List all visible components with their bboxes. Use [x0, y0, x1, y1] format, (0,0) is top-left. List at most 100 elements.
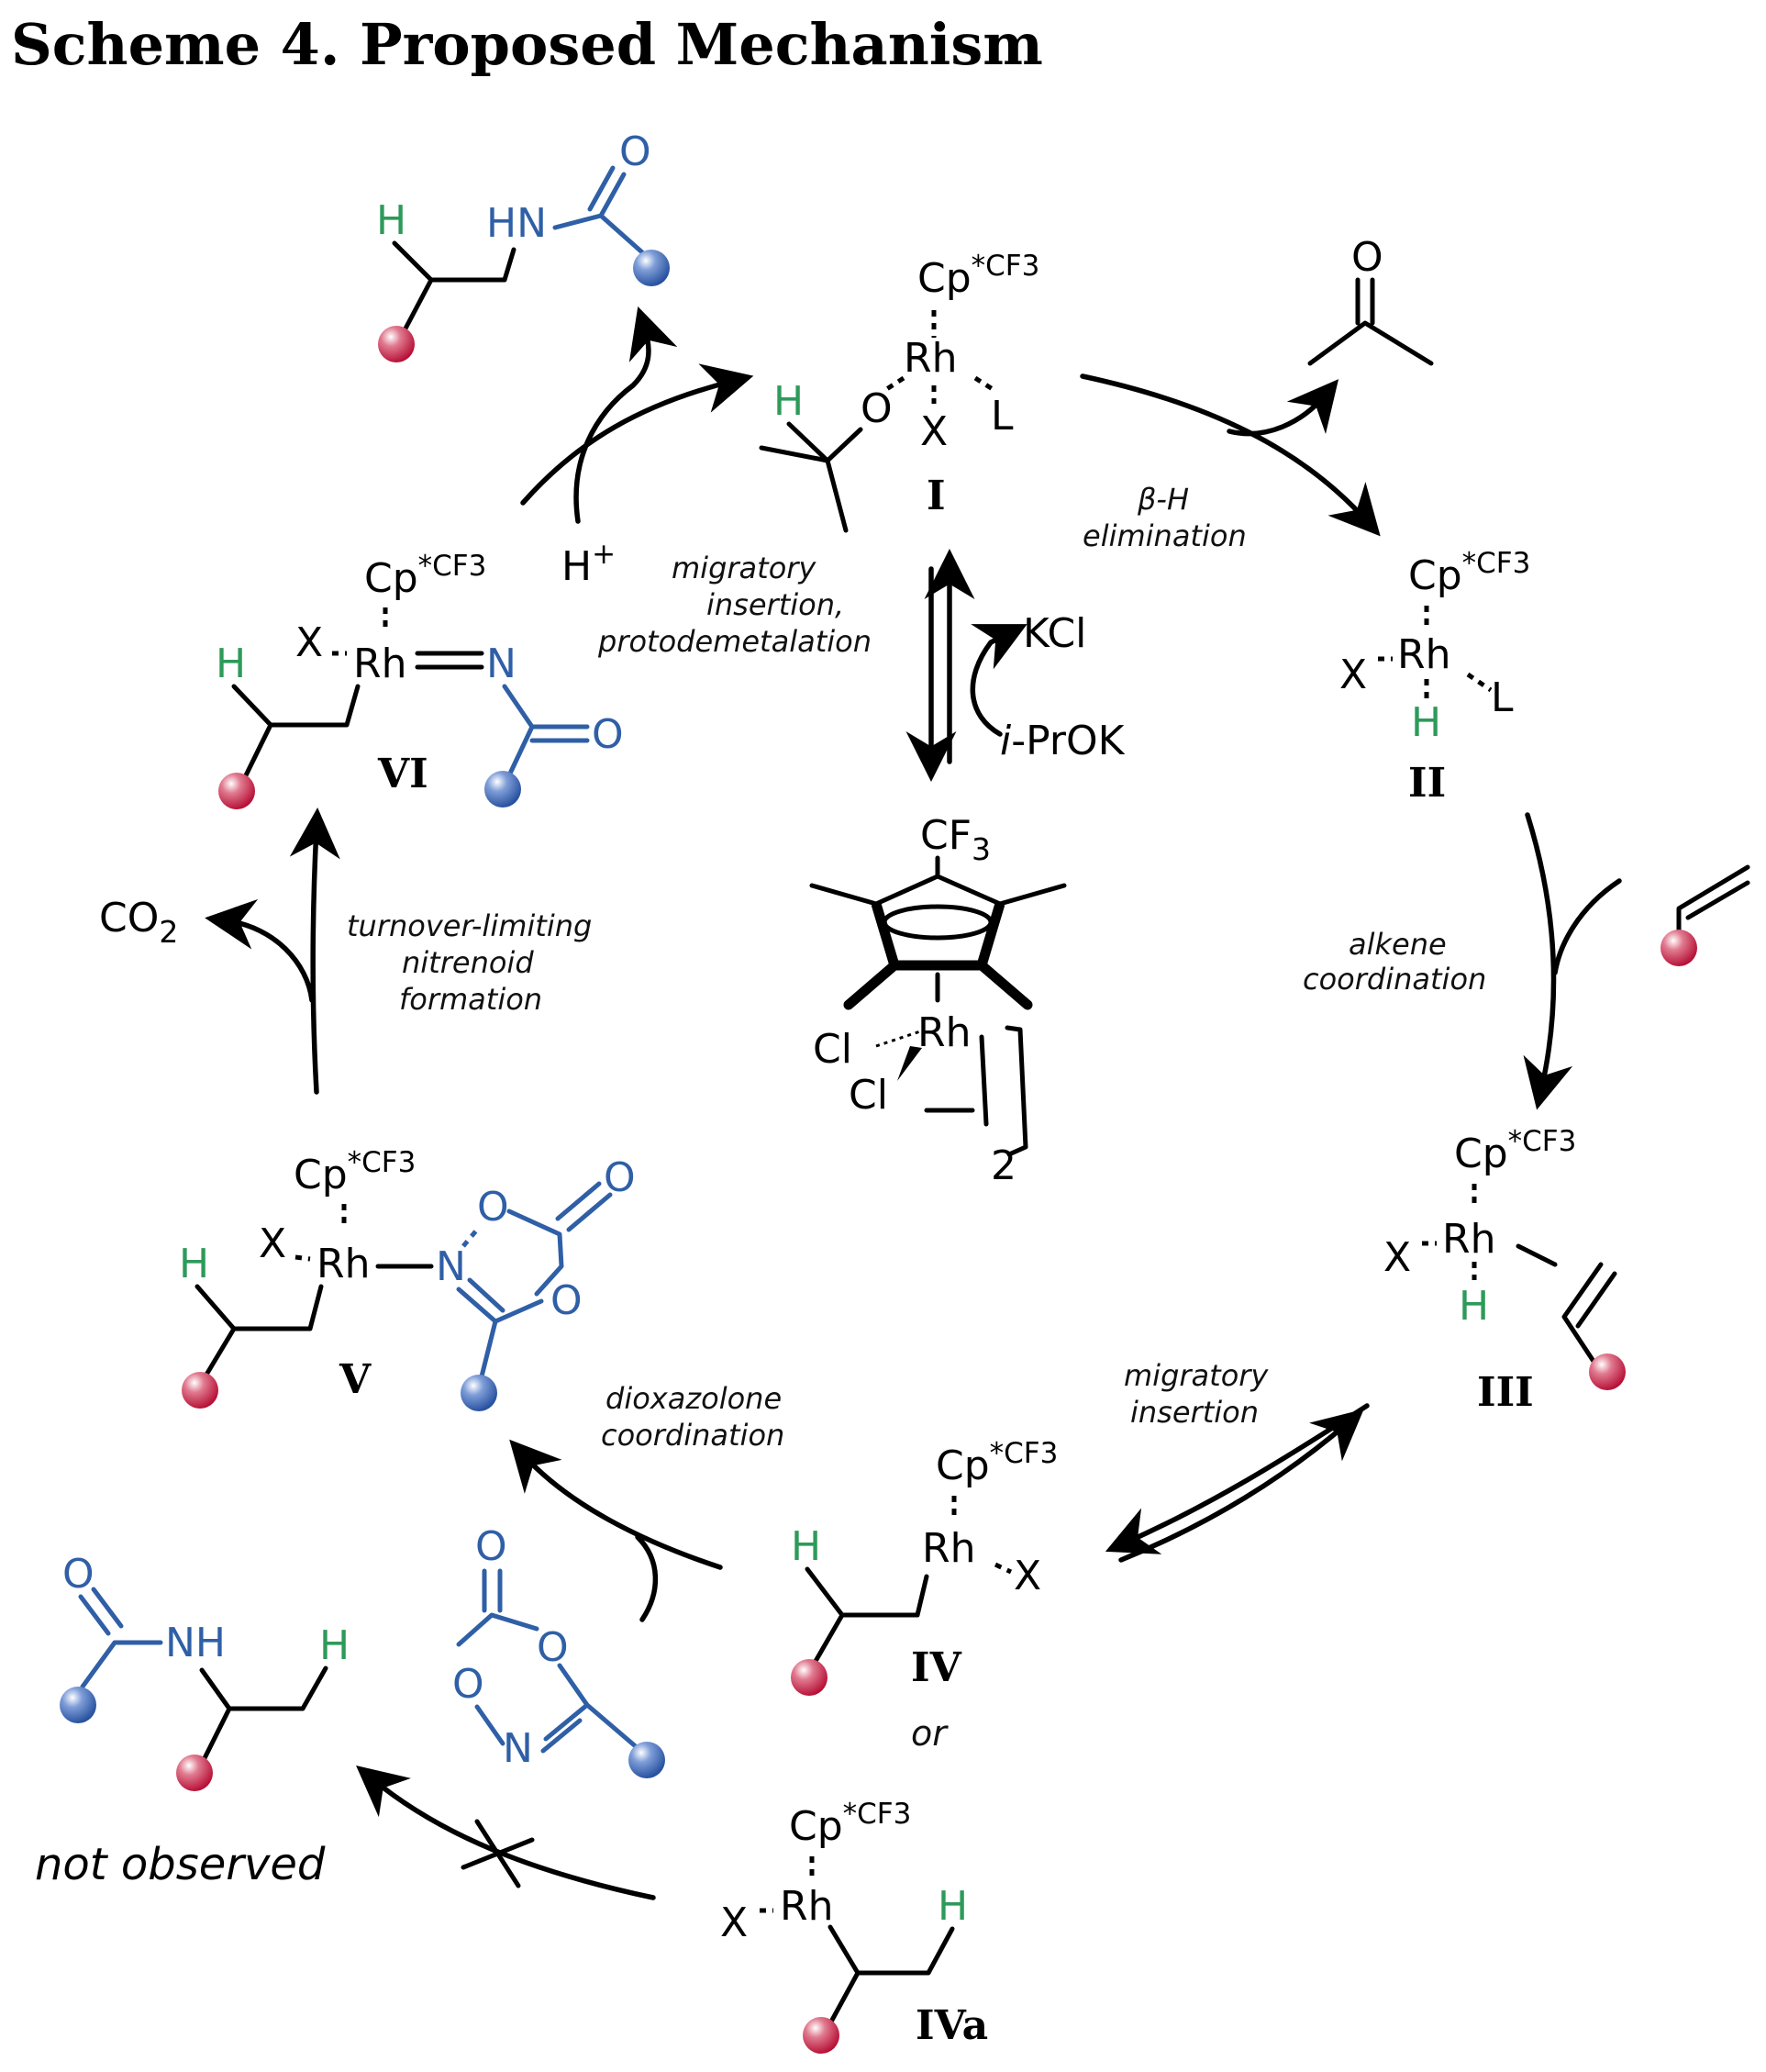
red-sphere	[1589, 1353, 1626, 1390]
arrow-product-release	[573, 306, 678, 524]
arrow-II-to-III	[1523, 812, 1573, 1110]
cf3-group: CF3	[920, 812, 991, 867]
o-atom: O	[477, 1184, 509, 1231]
o-atom: O	[592, 711, 624, 758]
or-text: or	[911, 1713, 949, 1754]
h-atom: H	[319, 1622, 350, 1669]
x-ligand: X	[1014, 1553, 1041, 1599]
complex-II: Cp*CF3 Rh X L H II	[1339, 547, 1530, 807]
blue-sphere	[461, 1375, 497, 1411]
arrow-IV-to-V	[509, 1439, 723, 1570]
x-ligand: X	[720, 1899, 748, 1946]
cp-ligand: Cp*CF3	[789, 1798, 911, 1850]
complex-I: Cp*CF3 Rh L X O H I	[759, 250, 1039, 533]
cp-ligand: Cp*CF3	[1454, 1125, 1576, 1177]
l-ligand: L	[991, 393, 1014, 440]
h-plus: H+	[561, 538, 616, 590]
o-atom: O	[861, 385, 893, 432]
complex-IVa: Cp*CF3 Rh X H IVa	[720, 1798, 988, 2054]
o-atom: O	[619, 128, 651, 175]
amide-product: H HN O	[376, 128, 670, 362]
label-I: I	[927, 473, 946, 519]
x-ligand: X	[1339, 652, 1367, 698]
complex-V: Cp*CF3 Rh X N O O O H V	[179, 1146, 636, 1411]
step-alkene: alkene	[1349, 927, 1447, 962]
step-turnover-3: formation	[399, 982, 542, 1017]
complex-VI: Cp*CF3 Rh X N O H VI	[216, 550, 624, 809]
step-proto-2: insertion,	[706, 587, 844, 622]
red-sphere	[378, 326, 415, 362]
arrow-IV-to-III	[1118, 1409, 1364, 1563]
rh-atom: Rh	[353, 641, 406, 687]
dioxazolone-reagent: O O O N	[452, 1523, 665, 1778]
arrow-VI-to-I	[520, 363, 754, 506]
red-sphere	[1660, 930, 1697, 966]
step-diox-2: coordination	[601, 1418, 784, 1453]
x-ligand: X	[295, 619, 323, 666]
red-sphere	[182, 1372, 218, 1409]
red-sphere	[791, 1659, 827, 1696]
o-atom: O	[62, 1551, 94, 1598]
cp-ligand: Cp*CF3	[1408, 547, 1530, 599]
arrow-V-to-VI	[289, 808, 340, 1095]
label-II: II	[1408, 760, 1446, 807]
label-VI: VI	[377, 751, 428, 797]
cp-ligand: Cp*CF3	[936, 1437, 1058, 1489]
o-atom: O	[537, 1624, 569, 1671]
h-atom: H	[376, 197, 406, 244]
n-atom: N	[503, 1725, 533, 1772]
cl-atom: Cl	[849, 1072, 888, 1119]
step-proto: migratory	[672, 551, 816, 585]
rh-atom: Rh	[917, 1009, 971, 1056]
label-III: III	[1477, 1369, 1534, 1416]
blue-sphere	[628, 1742, 665, 1778]
label-IV: IV	[911, 1644, 962, 1691]
h-atom: H	[216, 641, 246, 687]
red-sphere	[176, 1755, 213, 1791]
step-beta-h-2: elimination	[1083, 518, 1247, 553]
o-atom: O	[475, 1523, 507, 1570]
label-IVa: IVa	[916, 2002, 988, 2049]
blue-sphere	[484, 771, 521, 808]
complex-III: Cp*CF3 Rh X H III	[1383, 1125, 1626, 1416]
step-proto-3: protodemetalation	[597, 624, 872, 659]
rh-atom: Rh	[780, 1883, 833, 1930]
cp-ligand: Cp*CF3	[917, 250, 1039, 302]
iprok: i-PrOK	[1000, 718, 1126, 764]
co2: CO2	[99, 895, 178, 950]
cp-ligand: Cp*CF3	[364, 550, 486, 602]
cl-atom: Cl	[813, 1026, 852, 1073]
h-atom: H	[938, 1883, 968, 1930]
step-mig-ins-2: insertion	[1130, 1395, 1259, 1430]
blue-sphere	[60, 1687, 96, 1723]
rh-atom: Rh	[317, 1241, 370, 1287]
step-beta-h: β-H	[1137, 482, 1189, 517]
rh-atom: Rh	[1397, 631, 1450, 678]
cross-mark	[461, 1837, 535, 1870]
kcl: KCl	[1023, 610, 1086, 657]
dioxazolone-incoming	[635, 1534, 659, 1622]
step-alkene-2: coordination	[1303, 962, 1486, 997]
label-V: V	[339, 1356, 372, 1403]
arrow-co2-release	[205, 898, 315, 1003]
rh-atom: Rh	[904, 335, 957, 382]
arrow-kcl	[970, 624, 1027, 737]
nh-group: NH	[165, 1620, 226, 1666]
hydride: H	[1411, 699, 1441, 746]
h-atom: H	[179, 1241, 209, 1287]
l-ligand: L	[1491, 674, 1514, 721]
regioisomer-product: O NH H not observed	[35, 1551, 350, 1890]
o-atom: O	[604, 1154, 636, 1201]
cp-ligand: Cp*CF3	[294, 1146, 416, 1198]
x-ligand: X	[920, 408, 948, 455]
blue-sphere	[633, 250, 670, 286]
not-observed-label: not observed	[35, 1839, 326, 1890]
n-atom: N	[486, 641, 516, 687]
o-atom: O	[550, 1277, 583, 1324]
rh-atom: Rh	[1442, 1216, 1495, 1263]
o-atom: O	[452, 1661, 484, 1708]
red-sphere	[218, 773, 255, 809]
precatalyst-dimer: CF3 Rh Cl Cl 2	[809, 812, 1067, 1189]
